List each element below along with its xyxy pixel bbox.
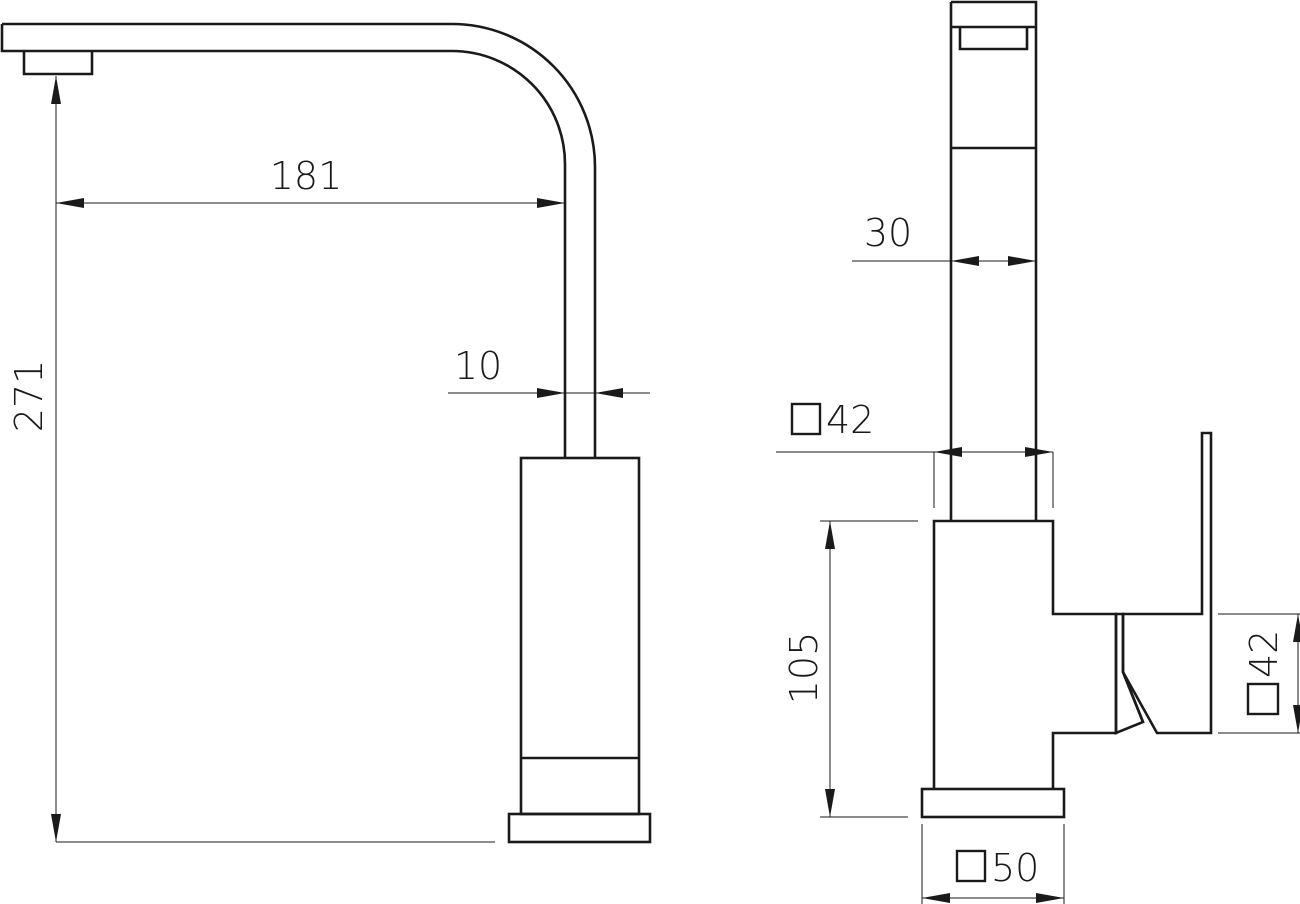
side-view: 271 181 10 (0, 22, 652, 844)
dimension-30: 30 (852, 211, 1036, 266)
dimension-271: 271 (7, 76, 495, 843)
front-view: 30 42 105 42 (776, 0, 1300, 904)
faucet-body (519, 456, 641, 816)
square-symbol-icon (790, 402, 822, 436)
lever-handle-plate (1121, 431, 1213, 735)
dimension-181: 181 (56, 154, 565, 208)
dimension-label-square-50: 50 (991, 846, 1039, 890)
square-symbol-icon (955, 849, 987, 883)
dimension-label-105: 105 (782, 632, 826, 705)
faucet-base-front (920, 787, 1066, 819)
dimension-square-42-handle: 42 (1218, 613, 1300, 734)
dimension-label-square-42-top: 42 (826, 398, 874, 442)
dimension-label-10: 10 (454, 344, 502, 388)
square-symbol-icon (1246, 682, 1280, 716)
dimension-label-271: 271 (7, 360, 51, 433)
dimension-10: 10 (448, 344, 650, 398)
dimension-square-50: 50 (921, 824, 1065, 904)
spout-outline (0, 22, 597, 458)
aerator (22, 51, 94, 76)
dimension-label-square-42-handle: 42 (1242, 630, 1286, 678)
dimension-105: 105 (782, 520, 918, 818)
aerator-front (958, 27, 1029, 51)
lever-handle-edge (1121, 671, 1145, 723)
faucet-base (507, 812, 652, 844)
faucet-body-front (932, 519, 1118, 789)
dimension-label-30: 30 (864, 211, 912, 255)
dimension-square-42-top: 42 (776, 398, 1054, 508)
dimension-label-181: 181 (270, 154, 343, 198)
